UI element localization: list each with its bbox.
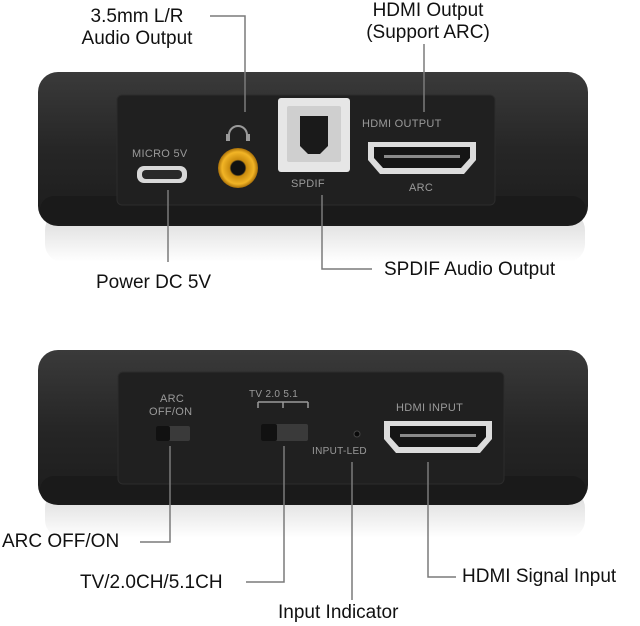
input-led — [353, 430, 361, 438]
callout-channel: TV/2.0CH/5.1CH — [80, 572, 223, 593]
callout-hdmi-input: HDMI Signal Input — [462, 566, 617, 587]
audio-jack-hole — [231, 161, 245, 175]
callout-audio-output: 3.5mm L/R Audio Output — [66, 6, 208, 50]
label-hdmi-output: HDMI OUTPUT — [362, 118, 442, 130]
callout-indicator: Input Indicator — [278, 602, 399, 623]
callout-hdmi-output-line2: (Support ARC) — [366, 22, 490, 43]
callout-spdif: SPDIF Audio Output — [384, 259, 556, 280]
leader-lines — [140, 15, 456, 600]
leader-audio-out — [210, 15, 246, 112]
callout-audio-output-line2: Audio Output — [81, 28, 193, 49]
headphone-icon — [228, 125, 248, 136]
label-input-led: INPUT-LED — [312, 446, 367, 457]
callout-power: Power DC 5V — [96, 272, 212, 293]
label-micro-5v: MICRO 5V — [132, 148, 188, 160]
label-arc-switch-2: OFF/ON — [149, 406, 193, 418]
channel-switch-knob — [261, 424, 277, 441]
label-arc-switch-1: ARC — [160, 393, 185, 405]
headphone-icon-left — [226, 134, 230, 141]
leader-arc — [140, 446, 171, 543]
headphone-icon-right — [246, 134, 250, 141]
leader-channel — [246, 446, 285, 583]
spdif-opening — [300, 116, 328, 154]
label-channel-switch: TV 2.0 5.1 — [249, 389, 299, 400]
bottom-device-panel — [117, 371, 505, 485]
callout-hdmi-output-line1: HDMI Output — [372, 0, 484, 21]
bottom-device — [38, 350, 588, 538]
channel-switch-ticks — [257, 401, 309, 408]
leader-spdif — [321, 195, 372, 270]
callout-arc: ARC OFF/ON — [2, 531, 120, 552]
top-device — [38, 72, 588, 262]
callout-hdmi-output: HDMI Output (Support ARC) — [348, 0, 508, 44]
hdmi-output-pins — [384, 155, 460, 158]
arc-switch-knob — [156, 426, 170, 441]
label-spdif: SPDIF — [291, 178, 325, 190]
micro-usb-port-inner — [142, 170, 182, 179]
callout-audio-output-line1: 3.5mm L/R — [90, 6, 184, 27]
label-hdmi-input: HDMI INPUT — [396, 402, 464, 414]
hdmi-input-pins — [400, 434, 476, 437]
label-arc-port: ARC — [409, 182, 434, 194]
leader-hdmi-in — [427, 462, 456, 578]
